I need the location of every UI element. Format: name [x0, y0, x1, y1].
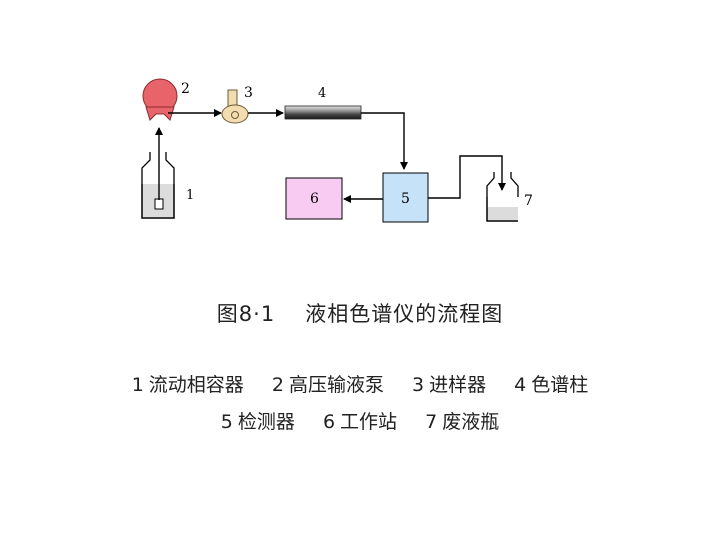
label-2: 2: [181, 81, 190, 97]
legend-label: 废液瓶: [442, 411, 500, 433]
label-1: 1: [186, 188, 194, 203]
reservoir-outline: [141, 184, 175, 219]
legend-label: 高压输液泵: [288, 374, 384, 396]
detector: [382, 172, 429, 223]
solvent-reservoir: [141, 152, 175, 219]
legend-label: 色谱柱: [531, 374, 589, 396]
legend-number: 7: [425, 411, 438, 433]
waste-outline: [486, 197, 518, 222]
legend-label: 工作站: [340, 411, 398, 433]
reservoir-neck: [141, 152, 175, 184]
waste-bottle: [486, 172, 519, 222]
high-pressure-pump: [142, 78, 178, 121]
inlet-filter: [154, 198, 164, 210]
label-6: 6: [310, 191, 319, 207]
legend-number: 1: [131, 374, 144, 396]
injector-body: [221, 104, 249, 124]
legend-number: 2: [271, 374, 284, 396]
figure-number: 图8·1: [216, 302, 276, 326]
legend-label: 检测器: [237, 411, 295, 433]
detector-to-waste-line: [428, 155, 506, 199]
label-3: 3: [244, 85, 253, 101]
column-to-detector-line: [361, 112, 408, 170]
figure-title: 液相色谱仪的流程图: [305, 302, 504, 326]
waste-neck: [486, 172, 519, 197]
label-4: 4: [318, 86, 326, 101]
hplc-flow-diagram: 1 2 3 4 5 6 7: [141, 78, 533, 223]
workstation: [285, 177, 343, 220]
injector-port: [227, 89, 238, 108]
injector: [221, 89, 249, 124]
legend-number: 4: [514, 374, 527, 396]
chromatography-column: [284, 105, 362, 120]
legend-label: 进样器: [429, 374, 487, 396]
legend-label: 流动相容器: [148, 374, 244, 396]
waste-liquid: [487, 207, 518, 220]
injector-loop: [231, 111, 239, 119]
pump-base: [145, 106, 175, 121]
label-7: 7: [524, 193, 533, 209]
label-5: 5: [401, 191, 410, 207]
legend-number: 5: [220, 411, 233, 433]
legend-number: 6: [322, 411, 336, 433]
legend-number: 3: [412, 374, 425, 396]
figure-caption: 图8·1 液相色谱仪的流程图: [0, 298, 720, 328]
